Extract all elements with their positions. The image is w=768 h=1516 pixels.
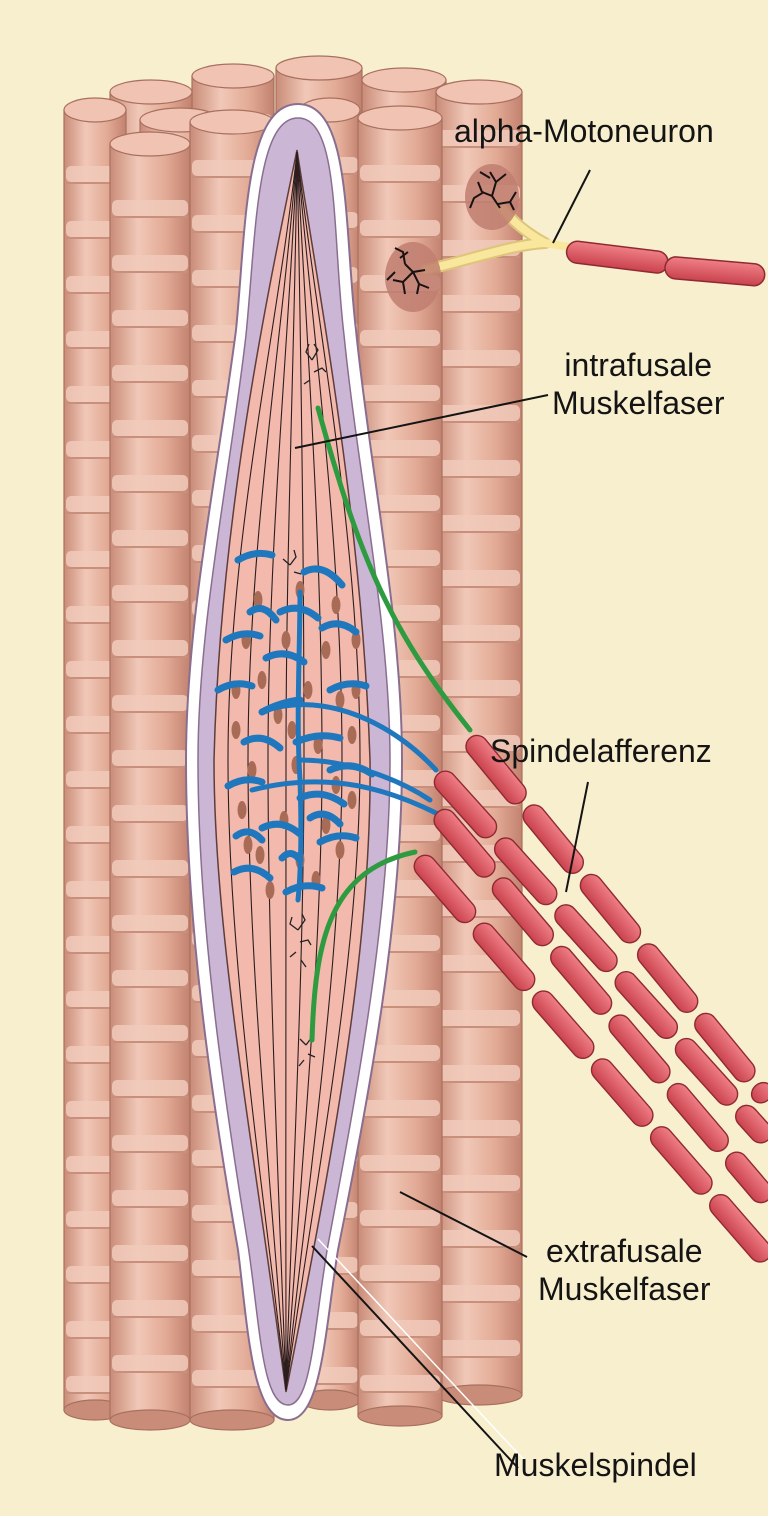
nucleus bbox=[347, 791, 357, 809]
myelin-segment bbox=[666, 1082, 729, 1153]
sensory-coil bbox=[246, 604, 280, 624]
sensory-coil bbox=[326, 680, 370, 694]
sensory-coil bbox=[306, 810, 344, 828]
myelin-segment bbox=[724, 1151, 768, 1204]
myelin-segment bbox=[491, 877, 555, 947]
myelin-segment bbox=[493, 837, 558, 906]
myelin-segment bbox=[531, 990, 595, 1060]
neuromuscular-junction-upper bbox=[465, 164, 519, 230]
sensory-coil bbox=[240, 734, 284, 752]
sensory-coil bbox=[234, 549, 276, 564]
myelin-segment bbox=[590, 1058, 654, 1127]
sensory-coil bbox=[222, 630, 264, 644]
myelin-segment bbox=[735, 1104, 768, 1144]
myelin-segment bbox=[433, 770, 498, 839]
nucleus bbox=[313, 736, 323, 754]
nucleus bbox=[335, 841, 345, 859]
intrafusal-fiber-outline bbox=[285, 151, 361, 1391]
nucleus bbox=[331, 596, 341, 614]
sensory-coil bbox=[214, 680, 256, 694]
nucleus bbox=[231, 721, 241, 739]
myelin-segment bbox=[522, 804, 585, 875]
afferent-axon bbox=[433, 808, 768, 1204]
nucleus bbox=[351, 631, 361, 649]
myelin-segment bbox=[465, 734, 527, 805]
label-spindle-afferent: Spindelafferenz bbox=[490, 733, 712, 769]
annulospiral-sensory-endings bbox=[214, 549, 441, 903]
leader-lines bbox=[294, 169, 591, 1469]
label-alpha-motoneuron: alpha-Motoneuron bbox=[454, 113, 714, 149]
sensory-coil bbox=[316, 832, 360, 846]
intrafusal-fiber-outline bbox=[267, 151, 298, 1391]
nucleus bbox=[243, 836, 253, 854]
sensory-coil bbox=[232, 828, 266, 844]
afferent-axon bbox=[413, 854, 768, 1263]
sensory-coil bbox=[230, 864, 274, 882]
myelin-segment bbox=[413, 854, 477, 924]
sensory-coil bbox=[300, 565, 346, 589]
afferent-axon bbox=[433, 770, 768, 1144]
nucleus bbox=[257, 671, 267, 689]
sensory-trunk bbox=[295, 589, 304, 903]
sensory-trunk bbox=[259, 702, 439, 773]
extrafusal-fiber bbox=[109, 131, 191, 1431]
nucleus bbox=[281, 631, 291, 649]
nucleus bbox=[237, 801, 247, 819]
sensory-coil bbox=[258, 820, 304, 838]
nucleus bbox=[347, 726, 357, 744]
intrafusal-fiber-outline bbox=[227, 151, 298, 1391]
myelin-segment bbox=[674, 1037, 739, 1106]
nucleus bbox=[321, 641, 331, 659]
myelin-segment bbox=[636, 943, 699, 1013]
sensory-coil bbox=[318, 620, 360, 636]
neuromuscular-junction-lower bbox=[385, 242, 441, 312]
myelin-segment bbox=[709, 1193, 768, 1263]
myelin-segment bbox=[472, 922, 536, 992]
myelin-segment bbox=[614, 970, 679, 1039]
nucleus bbox=[265, 881, 275, 899]
nucleus bbox=[303, 681, 313, 699]
sensory-trunk bbox=[249, 779, 441, 817]
label-muscle-spindle: Muskelspindel bbox=[494, 1447, 697, 1483]
myelin-segment bbox=[579, 873, 642, 944]
myelin-segment bbox=[750, 1081, 768, 1104]
nucleus bbox=[255, 846, 265, 864]
myelin-segment bbox=[608, 1014, 671, 1084]
alpha-motoneuron-axon bbox=[385, 164, 766, 312]
spindle-afferent-axons bbox=[413, 734, 768, 1263]
myelin-segment bbox=[694, 1012, 756, 1083]
myelin-segment bbox=[554, 904, 618, 973]
myelin-segment bbox=[550, 945, 613, 1015]
sensory-coil bbox=[296, 790, 348, 808]
afferent-axon bbox=[465, 734, 768, 1104]
myelin-segment bbox=[433, 808, 496, 878]
motor-end-plates bbox=[282, 343, 327, 1067]
label-extrafusal-fiber: extrafusale Muskelfaser bbox=[538, 1233, 711, 1307]
nucleus bbox=[321, 816, 331, 834]
gamma-motor-axons bbox=[309, 405, 473, 1043]
intrafusal-fiber-outline bbox=[285, 151, 343, 1391]
sensory-trunk bbox=[297, 757, 433, 803]
nucleus bbox=[287, 721, 297, 739]
sensory-coil bbox=[282, 882, 326, 896]
myelin-segment bbox=[649, 1126, 713, 1195]
nucleus bbox=[335, 691, 345, 709]
intrafusal-fiber-outline bbox=[285, 151, 298, 1391]
sensory-coil bbox=[224, 776, 266, 790]
nucleus bbox=[273, 706, 283, 724]
nucleus bbox=[247, 761, 257, 779]
nucleus bbox=[253, 591, 263, 609]
label-intrafusal-fiber: intrafusale Muskelfaser bbox=[552, 347, 725, 421]
intrafusal-fiber-outline bbox=[247, 151, 298, 1391]
